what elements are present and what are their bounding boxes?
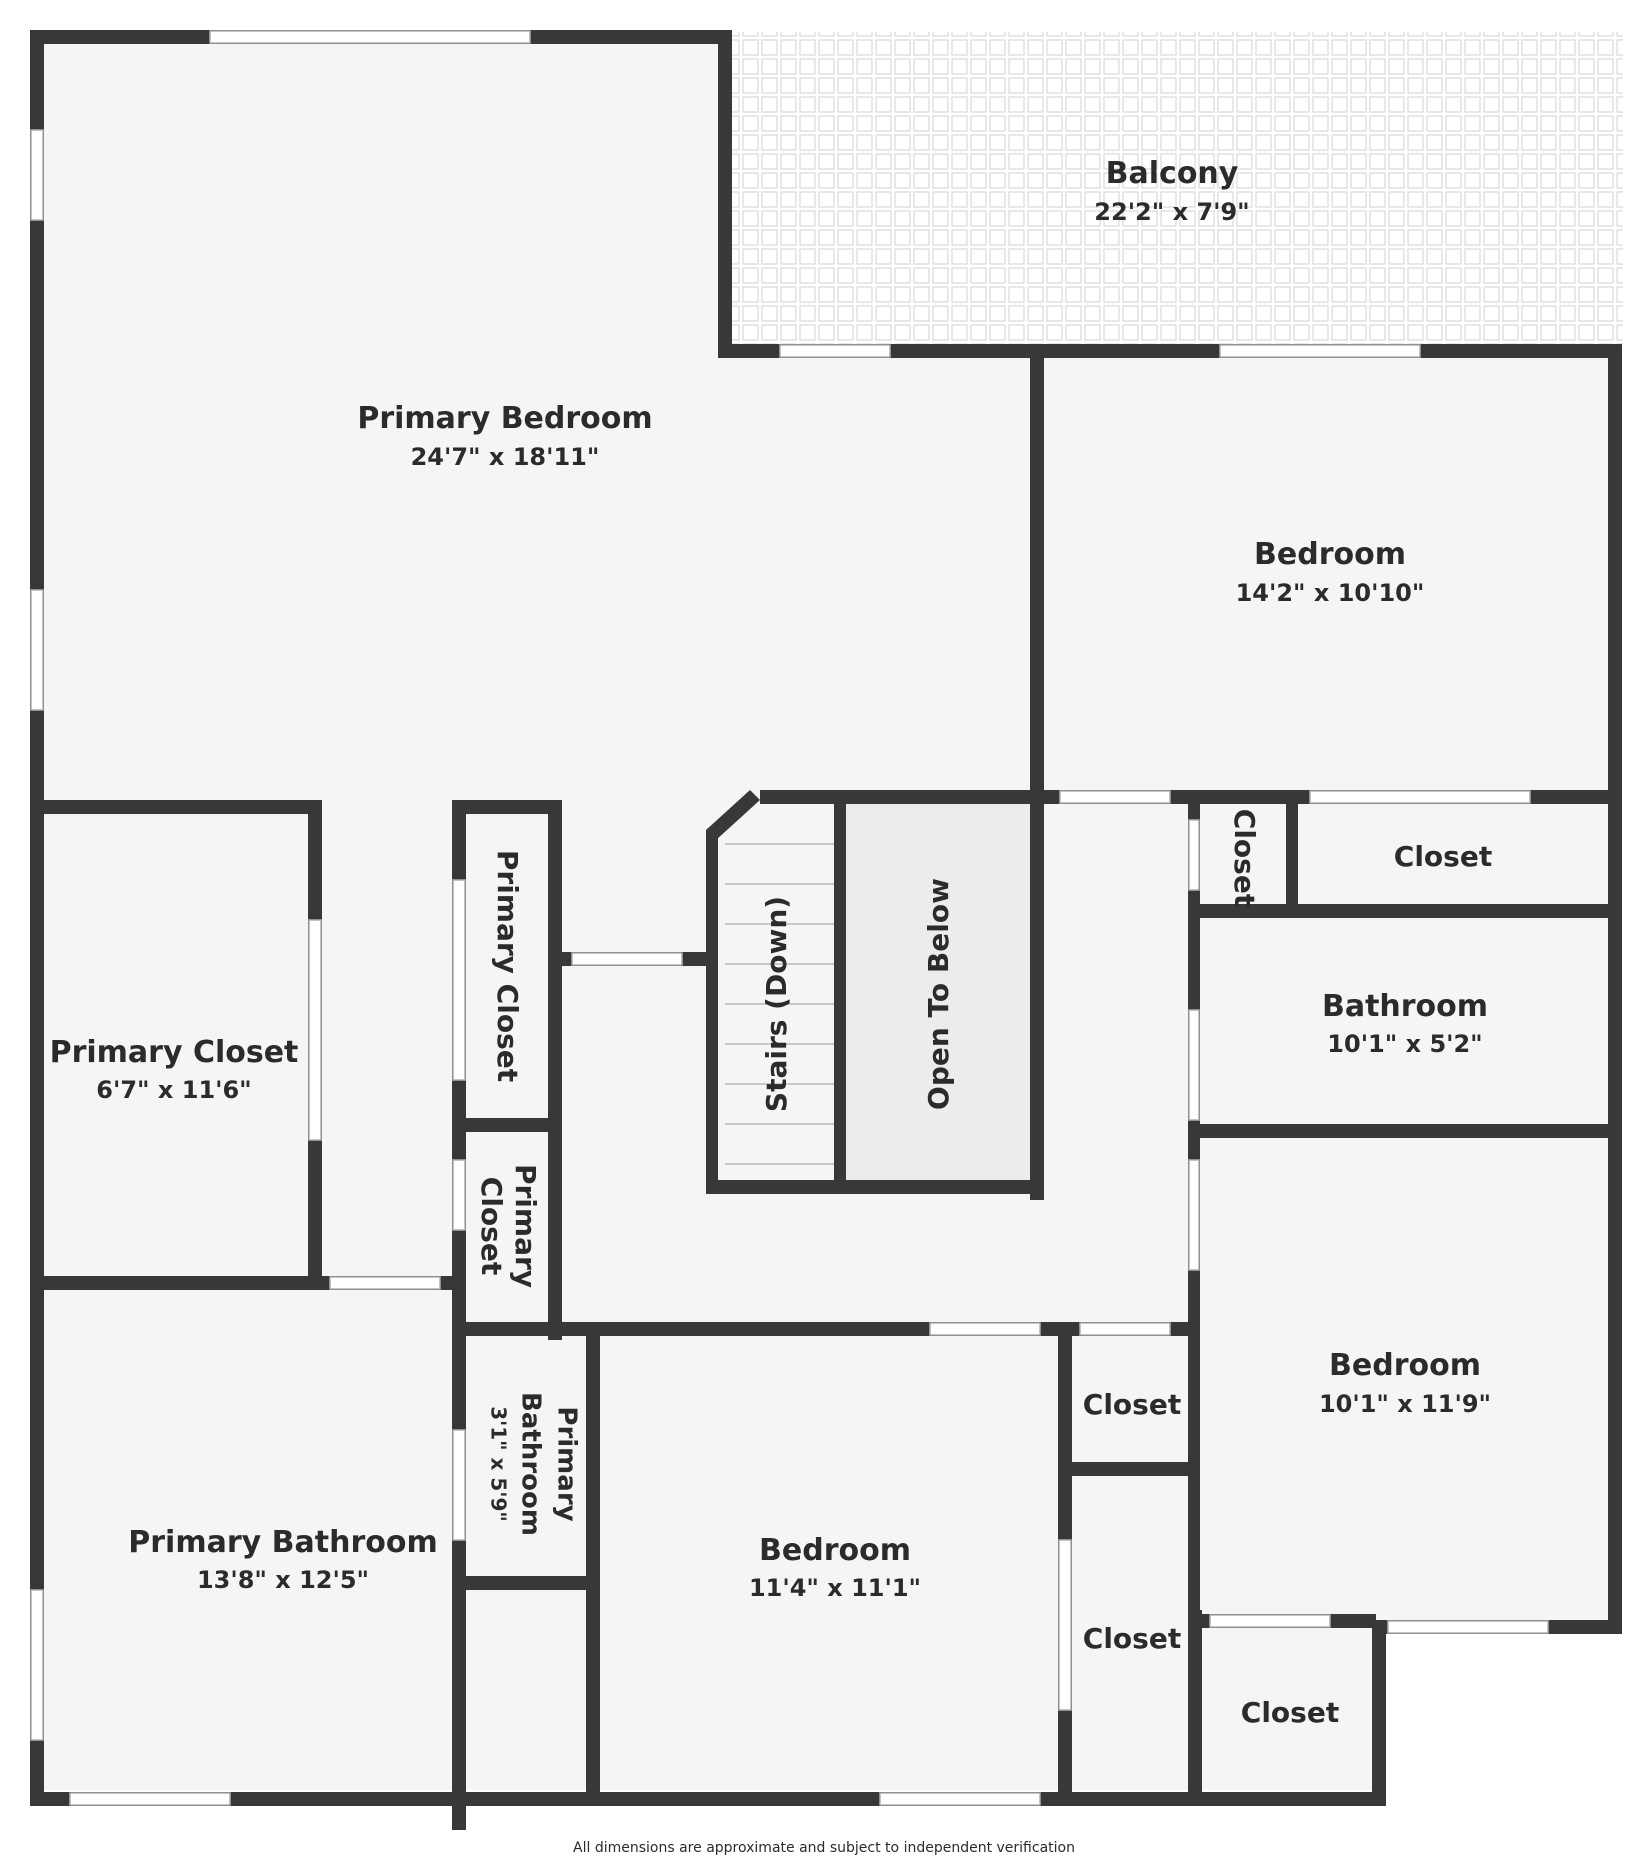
door-opening (1188, 1159, 1200, 1271)
door-opening (1188, 819, 1200, 891)
primary-closet-narrow-2-line1: Primary (509, 1164, 542, 1288)
closet-small-ne-name: Closet (1228, 809, 1261, 907)
door-opening (1059, 790, 1171, 804)
window (30, 589, 44, 711)
closet-ne-name: Closet (1394, 840, 1492, 873)
primary-closet-left-name: Primary Closet (50, 1035, 299, 1070)
window (209, 30, 531, 44)
window (30, 129, 44, 221)
stairs-name: Stairs (Down) (760, 896, 793, 1112)
primary-bathroom-name: Primary Bathroom (128, 1525, 437, 1560)
primary-closet-narrow-1-name: Primary Closet (491, 850, 524, 1082)
primary-closet-left-dims: 6'7" x 11'6" (96, 1076, 251, 1104)
door-opening (308, 919, 322, 1141)
primary-bathroom-small-dims: 3'1" x 5'9" (487, 1406, 511, 1522)
bedroom-se-name: Bedroom (1329, 1348, 1481, 1383)
door-opening (779, 344, 891, 358)
closet-mid-1-name: Closet (1083, 1388, 1181, 1421)
bedroom-ne-name: Bedroom (1254, 537, 1406, 572)
closet-se-name: Closet (1241, 1696, 1339, 1729)
room-labels: Balcony 22'2" x 7'9" Primary Bedroom 24'… (50, 156, 1493, 1729)
door-opening (1058, 1539, 1072, 1711)
bedroom-ne-dims: 14'2" x 10'10" (1236, 579, 1425, 607)
bathroom-dims: 10'1" x 5'2" (1327, 1030, 1482, 1058)
balcony-name: Balcony (1106, 156, 1239, 191)
bedroom-s-name: Bedroom (759, 1533, 911, 1568)
primary-closet-narrow-2-line2: Closet (475, 1177, 508, 1275)
window (69, 1792, 231, 1806)
window (1387, 1620, 1549, 1634)
door-opening (1209, 1614, 1331, 1628)
closet-mid-2-name: Closet (1083, 1622, 1181, 1655)
bathroom-name: Bathroom (1322, 989, 1488, 1024)
balcony-floor (730, 32, 1623, 349)
balcony-dims: 22'2" x 7'9" (1094, 198, 1249, 226)
door-opening (571, 952, 683, 966)
door-opening (1309, 790, 1531, 804)
primary-bathroom-dims: 13'8" x 12'5" (197, 1566, 369, 1594)
window (879, 1792, 1041, 1806)
primary-bedroom-name: Primary Bedroom (357, 401, 652, 436)
open-to-below-floor (845, 804, 1037, 1184)
door-opening (452, 879, 466, 1081)
door-opening (929, 1322, 1041, 1336)
primary-bathroom-small-line2: Bathroom (516, 1392, 546, 1536)
window (30, 1589, 44, 1741)
primary-bedroom-dims: 24'7" x 18'11" (411, 443, 600, 471)
door-opening (452, 1429, 466, 1541)
open-to-below-name: Open To Below (922, 878, 955, 1110)
door-opening (1079, 1322, 1171, 1336)
openings (30, 30, 1549, 1806)
door-opening (452, 1159, 466, 1231)
door-opening (329, 1276, 441, 1290)
bedroom-s-dims: 11'4" x 11'1" (749, 1574, 921, 1602)
interior-floor (36, 36, 1612, 1790)
bedroom-se-dims: 10'1" x 11'9" (1319, 1390, 1491, 1418)
door-opening (1188, 1009, 1200, 1121)
primary-bathroom-small-line1: Primary (552, 1406, 582, 1521)
stairs-treads (725, 843, 834, 1165)
floor-areas (36, 32, 1623, 1790)
window (1219, 344, 1421, 358)
disclaimer: All dimensions are approximate and subje… (573, 1840, 1075, 1856)
